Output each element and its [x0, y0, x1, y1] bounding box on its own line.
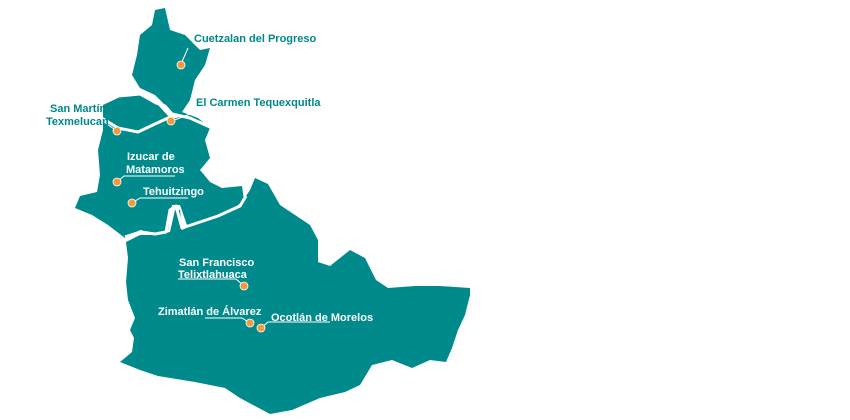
marker-ocotlan[interactable]: [256, 323, 266, 333]
leader-el-carmen: [171, 111, 196, 122]
marker-izucar[interactable]: [112, 177, 122, 187]
labels: Cuetzalan del Progreso El Carmen Tequexq…: [46, 33, 373, 324]
marker-cuetzalan[interactable]: [176, 60, 186, 70]
label-el-carmen: El Carmen Tequexquitla: [196, 97, 321, 109]
region-south[interactable]: [120, 178, 470, 414]
marker-el-carmen[interactable]: [166, 116, 176, 126]
markers: [112, 60, 266, 333]
marker-san-francisco[interactable]: [239, 281, 249, 291]
label-ocotlan: Ocotlán de Morelos: [271, 312, 373, 324]
regions: [75, 8, 470, 414]
label-cuetzalan: Cuetzalan del Progreso: [194, 33, 317, 45]
label-san-martin: San Martín Texmelucan: [46, 103, 109, 128]
label-zimatlan: Zimatlán de Álvarez: [158, 305, 262, 318]
marker-zimatlan[interactable]: [245, 318, 255, 328]
marker-tehuitzingo[interactable]: [127, 198, 137, 208]
label-izucar: Izucar de Matamoros: [126, 151, 185, 176]
marker-san-martin[interactable]: [112, 126, 122, 136]
label-tehuitzingo: Tehuitzingo: [143, 186, 204, 198]
region-north[interactable]: [132, 8, 210, 118]
leader-san-martin: [92, 121, 118, 132]
label-san-francisco: San Francisco Telixtlahuaca: [178, 257, 257, 281]
